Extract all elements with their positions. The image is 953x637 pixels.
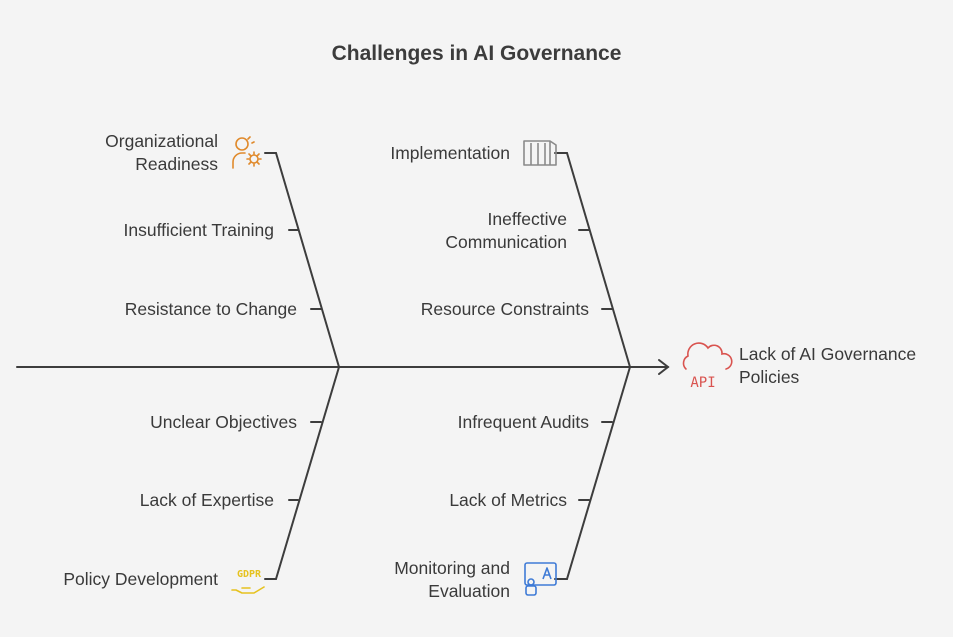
gdpr-icon-text: GDPR: [237, 569, 262, 580]
category-policy-development: Policy Development: [63, 569, 218, 589]
ai-assistant-icon: [524, 562, 557, 596]
category-monitoring-evaluation: Monitoring and Evaluation: [394, 557, 510, 603]
cause-label-line1: Ineffective: [487, 209, 567, 229]
cause-infrequent-audits: Infrequent Audits: [457, 412, 589, 432]
spine-arrowhead: [658, 359, 670, 375]
category-organizational-readiness: Organizational Readiness: [105, 130, 218, 176]
cause-unclear-objectives: Unclear Objectives: [150, 412, 297, 432]
category-label-line2: Evaluation: [428, 581, 510, 601]
bone-organizational-readiness: [264, 152, 340, 368]
cause-insufficient-training: Insufficient Training: [123, 220, 274, 240]
diagram-title: Challenges in AI Governance: [331, 42, 622, 65]
api-icon-text: API: [690, 375, 715, 391]
cause-lack-of-expertise: Lack of Expertise: [139, 490, 274, 510]
category-implementation: Implementation: [390, 143, 510, 163]
cause-resistance-to-change: Resistance to Change: [124, 299, 297, 319]
cause-ineffective-communication: Ineffective Communication: [445, 208, 567, 254]
cause-resource-constraints: Resource Constraints: [420, 299, 589, 319]
server-columns-icon: [523, 140, 557, 166]
category-label-line1: Organizational: [105, 131, 218, 151]
head-label-line1: Lack of AI Governance: [739, 344, 917, 364]
bone-implementation: [554, 152, 631, 368]
cause-label-line2: Communication: [445, 232, 567, 252]
cause-lack-of-metrics: Lack of Metrics: [449, 490, 567, 510]
category-label-line2: Readiness: [135, 154, 218, 174]
bone-monitoring-evaluation: [554, 366, 631, 580]
category-label-line1: Monitoring and: [394, 558, 510, 578]
person-gear-icon: [232, 136, 262, 169]
bone-policy-development: [264, 366, 340, 580]
gdpr-hand-icon: GDPR: [231, 569, 265, 594]
cloud-api-icon: API: [682, 342, 733, 391]
head-label-line2: Policies: [739, 367, 800, 387]
head-effect-label: Lack of AI Governance Policies: [739, 343, 916, 389]
